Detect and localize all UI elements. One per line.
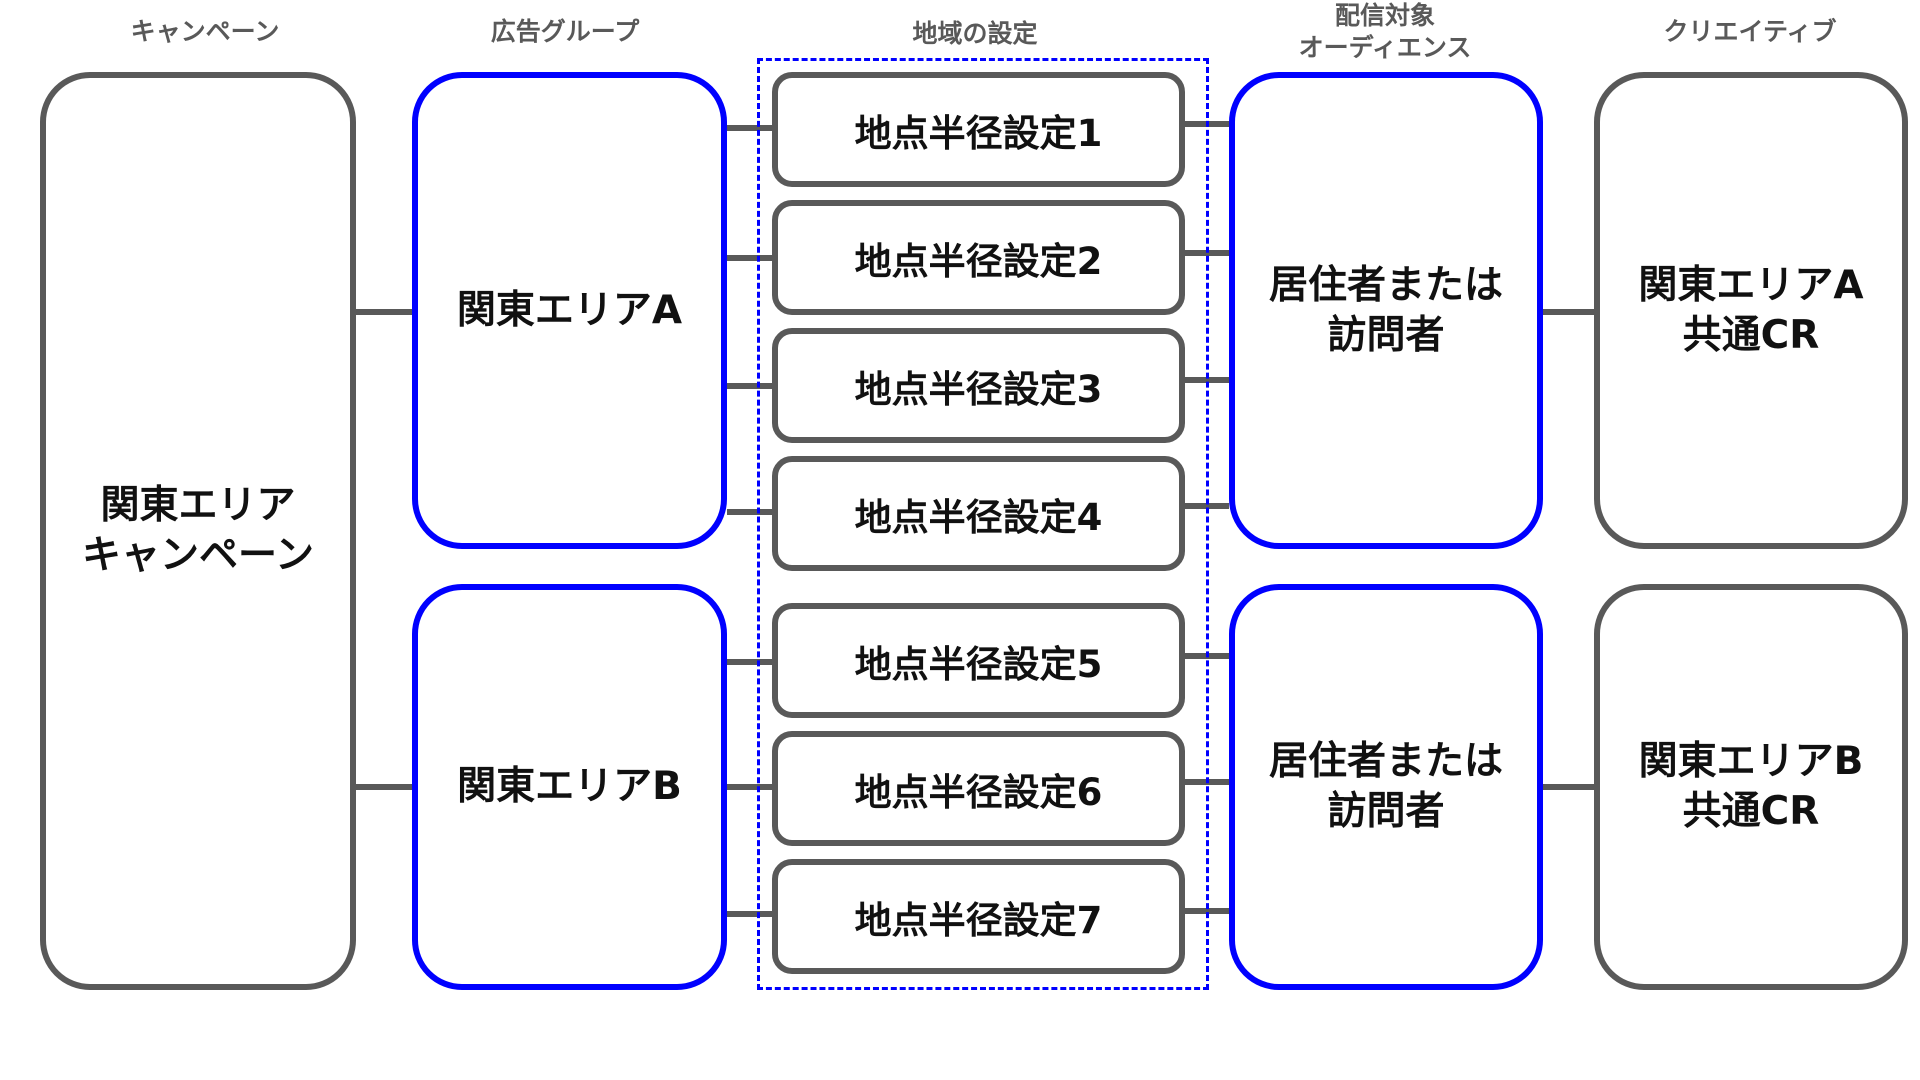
ad-group-label-a: 関東エリアA <box>456 287 683 333</box>
campaign-label-line2: キャンペーン <box>81 533 315 578</box>
header-ad-group: 広告グループ <box>490 17 640 46</box>
header-campaign: キャンペーン <box>130 17 280 46</box>
creative-label-line1: 関東エリアA <box>1638 262 1864 308</box>
region-setting-3[interactable]: 地点半径設定3 <box>772 328 1185 443</box>
creative-label-line1: 関東エリアB <box>1638 739 1864 784</box>
header-audience-line2: オーディエンス <box>1298 33 1472 62</box>
header-audience-line1: 配信対象 <box>1334 1 1435 30</box>
region-setting-label: 地点半径設定5 <box>854 642 1103 686</box>
region-setting-1[interactable]: 地点半径設定1 <box>772 72 1185 187</box>
audience-label-line1: 居住者または <box>1268 739 1503 784</box>
region-setting-label: 地点半径設定4 <box>854 495 1103 539</box>
ad-group-label-b: 関東エリアB <box>457 764 682 809</box>
audience-box-b[interactable]: 居住者または 訪問者 <box>1229 584 1543 990</box>
campaign-label-line1: 関東エリア <box>100 483 296 528</box>
header-audience: 配信対象 オーディエンス <box>1250 0 1520 64</box>
region-setting-label: 地点半径設定2 <box>854 239 1103 283</box>
audience-label-line2: 訪問者 <box>1327 312 1445 358</box>
region-setting-4[interactable]: 地点半径設定4 <box>772 456 1185 571</box>
audience-label-line2: 訪問者 <box>1327 789 1445 834</box>
region-setting-label: 地点半径設定7 <box>854 898 1103 942</box>
region-setting-label: 地点半径設定3 <box>854 367 1103 411</box>
creative-label-line2: 共通CR <box>1682 312 1820 358</box>
region-settings-frame <box>757 58 1209 990</box>
creative-box-a[interactable]: 関東エリアA 共通CR <box>1594 72 1908 549</box>
region-setting-label: 地点半径設定6 <box>854 770 1103 814</box>
ad-group-box-b[interactable]: 関東エリアB <box>412 584 727 990</box>
header-region-settings: 地域の設定 <box>912 19 1038 48</box>
region-setting-7[interactable]: 地点半径設定7 <box>772 859 1185 974</box>
campaign-box[interactable]: 関東エリア キャンペーン <box>40 72 356 990</box>
audience-label-line1: 居住者または <box>1268 262 1503 308</box>
ad-group-box-a[interactable]: 関東エリアA <box>412 72 727 549</box>
region-setting-6[interactable]: 地点半径設定6 <box>772 731 1185 846</box>
creative-box-b[interactable]: 関東エリアB 共通CR <box>1594 584 1908 990</box>
creative-label-line2: 共通CR <box>1682 789 1820 834</box>
region-setting-5[interactable]: 地点半径設定5 <box>772 603 1185 718</box>
audience-box-a[interactable]: 居住者または 訪問者 <box>1229 72 1543 549</box>
region-setting-2[interactable]: 地点半径設定2 <box>772 200 1185 315</box>
region-setting-label: 地点半径設定1 <box>854 111 1103 155</box>
header-creative: クリエイティブ <box>1663 17 1837 46</box>
